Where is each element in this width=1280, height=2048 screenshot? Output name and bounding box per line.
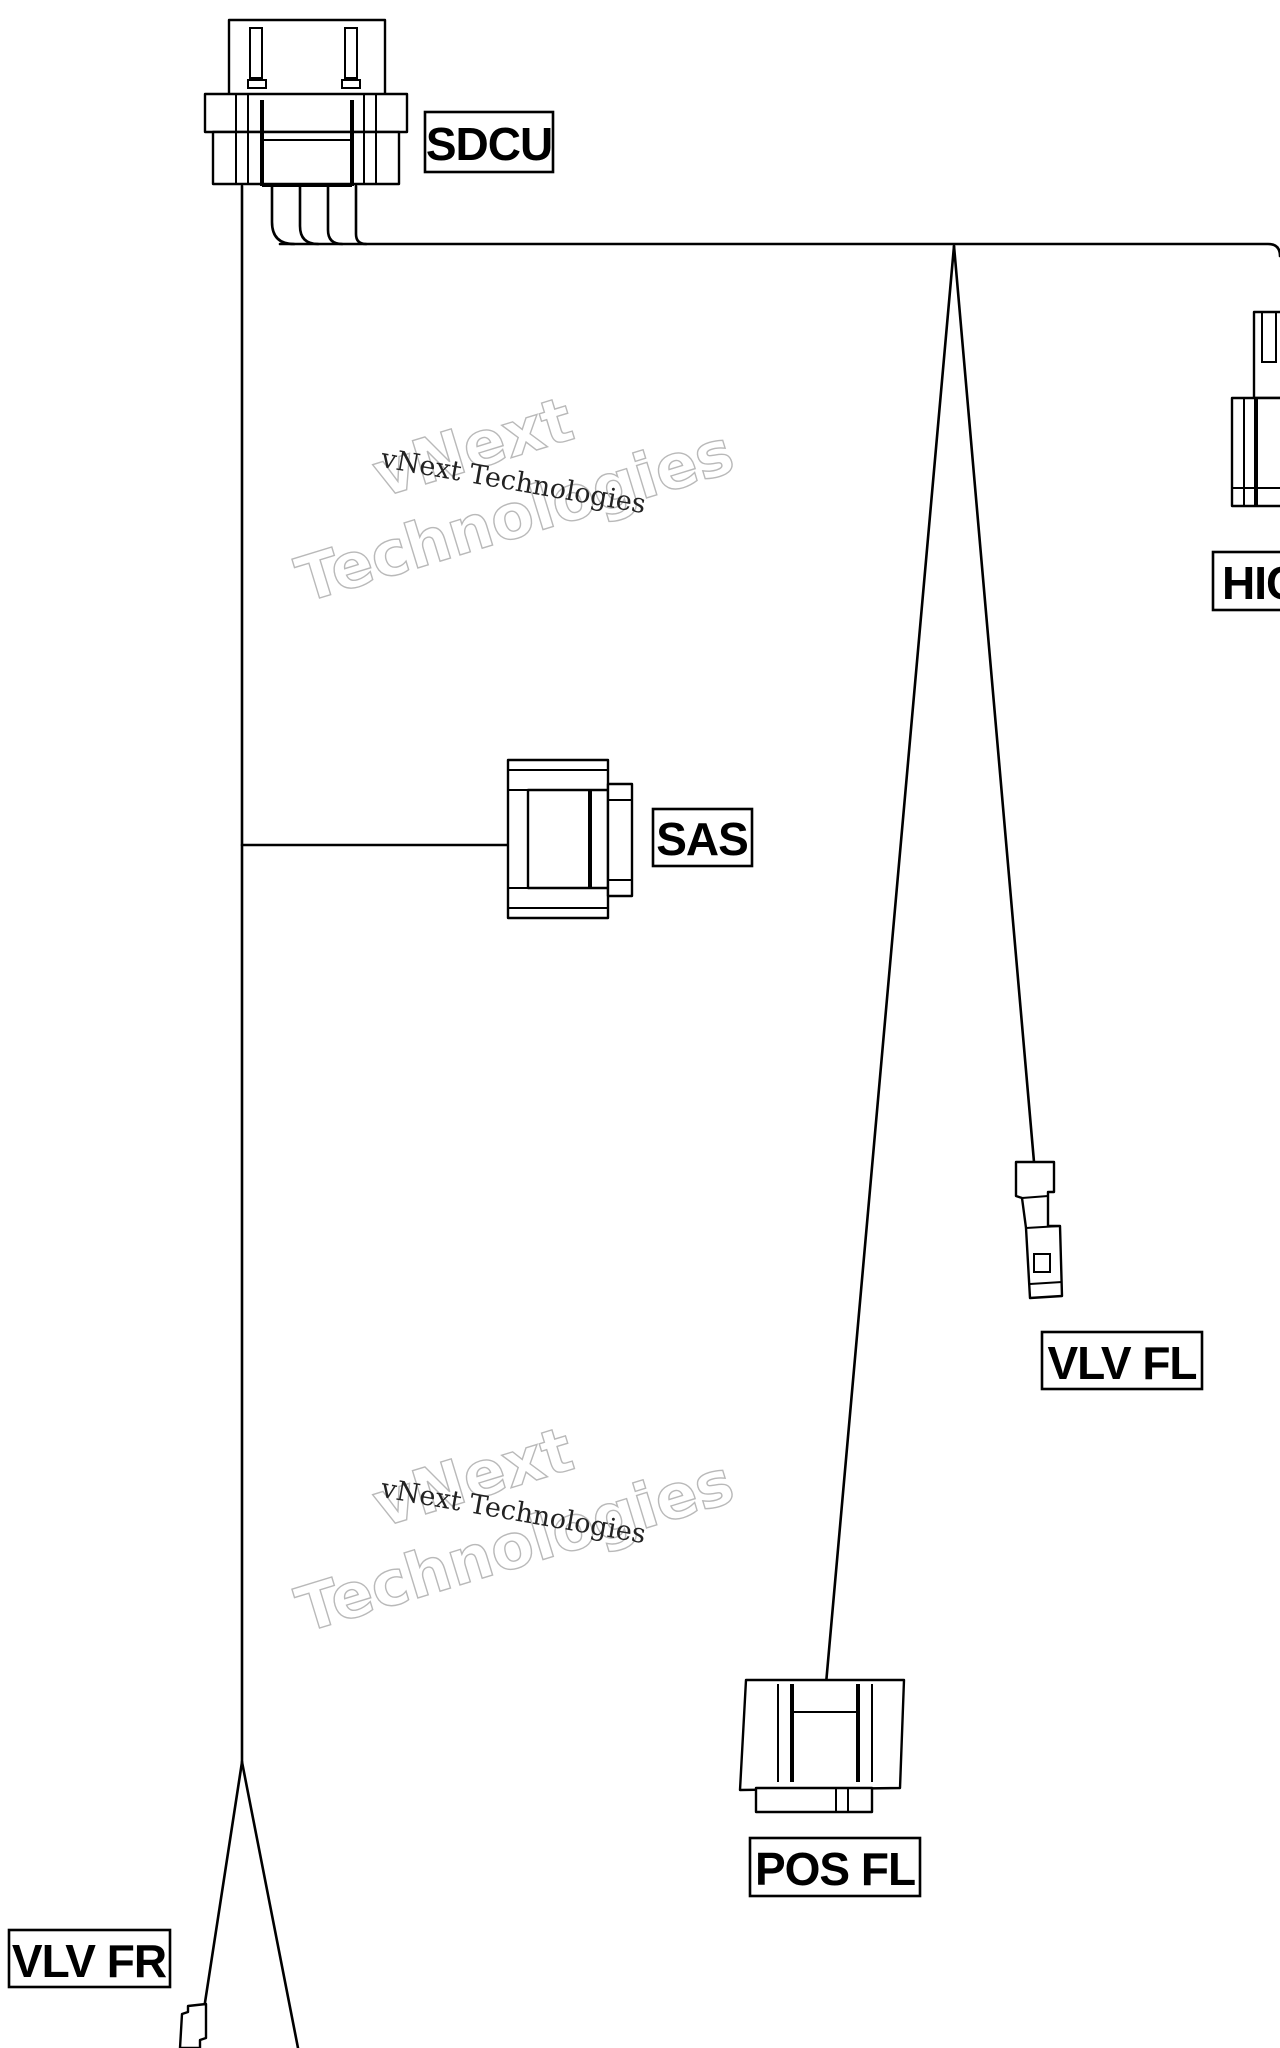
vlv-fr-label-text: VLV FR xyxy=(12,1935,167,1987)
sdcu-label: SDCU xyxy=(423,110,555,174)
vlv-fr-label: VLV FR xyxy=(7,1928,172,1989)
hic-label-text: HIC xyxy=(1222,557,1280,609)
sdcu-label-text: SDCU xyxy=(426,118,552,170)
horizontal-harness-wire xyxy=(278,242,1280,258)
sdcu-lead-wire-4 xyxy=(354,184,368,246)
sas-connector xyxy=(506,758,634,920)
sdcu-lead-wire-1 xyxy=(270,184,296,246)
vlv-fl-label: VLV FL xyxy=(1040,1330,1204,1391)
pos-fl-branch-wire xyxy=(824,244,956,1686)
sdcu-connector xyxy=(203,18,409,187)
vlv-fr-branch-wire xyxy=(196,1760,244,2048)
vlv-fl-label-text: VLV FL xyxy=(1047,1337,1196,1389)
sas-label: SAS xyxy=(651,807,754,868)
vlv-fr-connector xyxy=(178,2002,208,2048)
sdcu-lead-wire-2 xyxy=(298,184,320,246)
hic-connector xyxy=(1230,310,1280,508)
vlv-fl-branch-wire xyxy=(952,244,1036,1164)
pos-fl-label-text: POS FL xyxy=(755,1843,915,1895)
pos-fl-connector xyxy=(738,1678,906,1814)
lower-right-branch-wire xyxy=(240,1760,300,2048)
wires xyxy=(196,184,1280,2048)
vlv-fl-connector xyxy=(1014,1160,1064,1300)
sas-label-text: SAS xyxy=(656,813,748,865)
hic-label: HIC xyxy=(1211,550,1280,612)
sdcu-lead-wire-3 xyxy=(326,184,344,246)
pos-fl-label: POS FL xyxy=(748,1836,922,1898)
